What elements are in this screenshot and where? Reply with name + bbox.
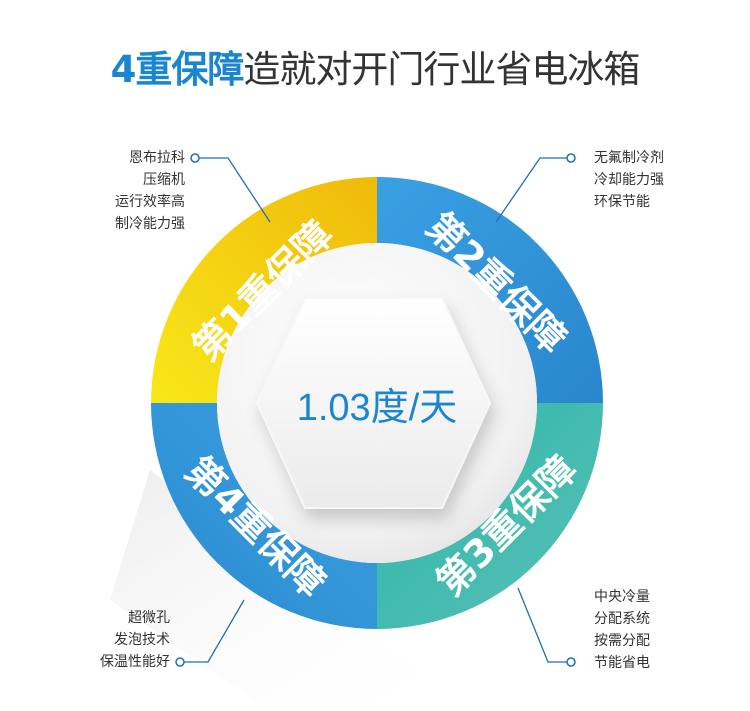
title-highlight: 4重保障 [110, 48, 245, 91]
note-line: 发泡技术 [114, 632, 170, 648]
callout-dot-3 [566, 657, 576, 667]
note-line: 制冷能力强 [115, 216, 185, 232]
note-line: 无氟制冷剂 [594, 150, 664, 166]
segment-1 [151, 177, 377, 403]
title-rest: 造就对开门行业省电冰箱 [243, 48, 640, 91]
note-group-3: 中央冷量 分配系统 按需分配 节能省电 [594, 586, 650, 674]
note-group-2: 无氟制冷剂 冷却能力强 环保节能 [594, 147, 664, 213]
center-value: 1.03度/天 [297, 387, 458, 429]
note-group-1: 恩布拉科 压缩机 运行效率高 制冷能力强 [115, 147, 185, 235]
note-line: 恩布拉科 [129, 150, 185, 166]
note-line: 冷却能力强 [594, 172, 664, 188]
segment-2 [377, 177, 603, 403]
note-line: 分配系统 [594, 611, 650, 627]
center-hexagon [256, 297, 491, 509]
note-line: 运行效率高 [115, 194, 185, 210]
callout-dot-4 [175, 657, 185, 667]
note-line: 中央冷量 [594, 589, 650, 605]
callout-dot-1 [190, 153, 200, 163]
callout-line-1 [198, 157, 271, 223]
segment-4 [151, 403, 377, 629]
note-group-4: 超微孔 发泡技术 保温性能好 [100, 607, 170, 673]
note-line: 保温性能好 [100, 654, 170, 670]
note-line: 按需分配 [594, 633, 650, 649]
callout-dot-2 [566, 153, 576, 163]
callout-line-4 [183, 599, 245, 663]
segment-3 [377, 403, 603, 629]
note-line: 环保节能 [594, 194, 650, 210]
note-line: 节能省电 [594, 655, 650, 671]
callout-line-2 [495, 157, 568, 223]
callout-line-3 [517, 587, 568, 663]
note-line: 压缩机 [143, 172, 185, 188]
note-line: 超微孔 [128, 610, 170, 626]
page-title: 4重保障造就对开门行业省电冰箱 [0, 46, 750, 94]
